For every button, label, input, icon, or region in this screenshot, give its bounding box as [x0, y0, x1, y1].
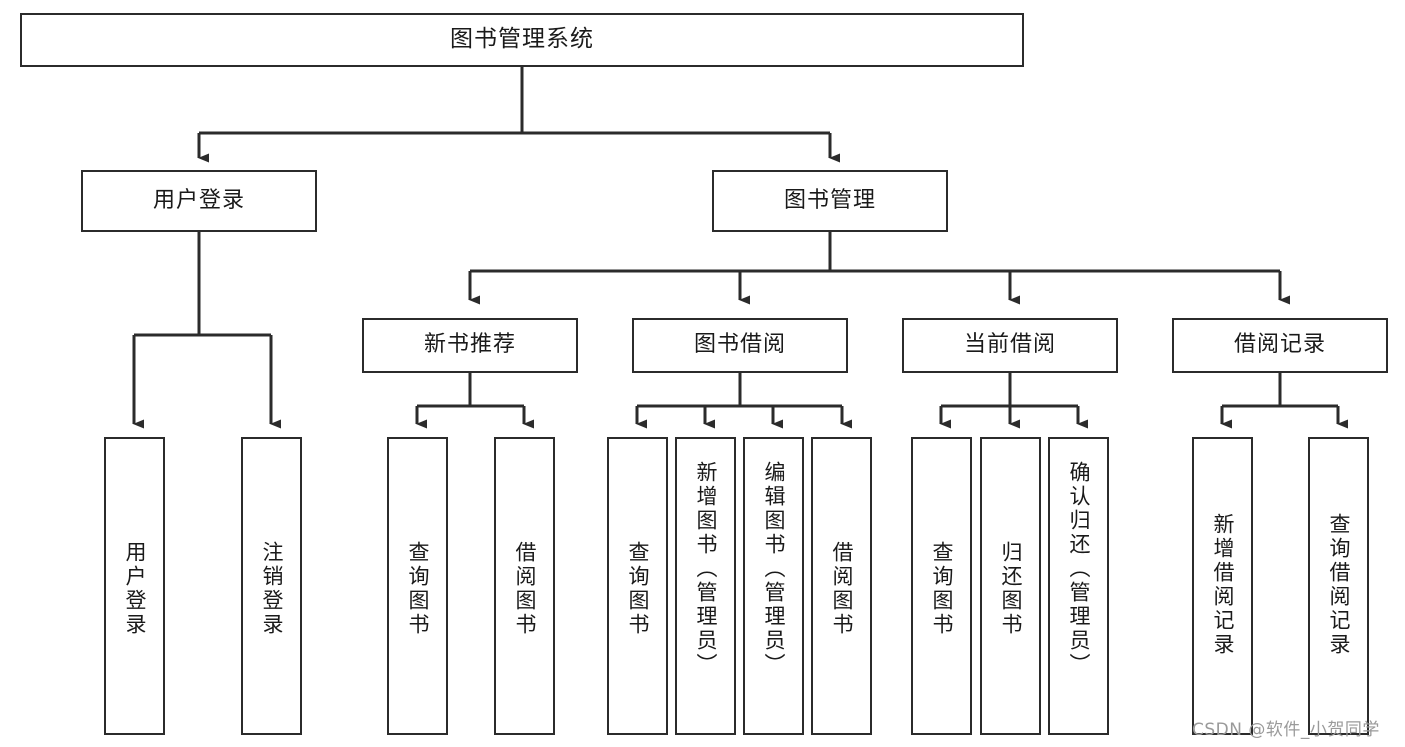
node-root-system[interactable]: 图书管理系统: [20, 13, 1024, 67]
leaf-label: 编辑图书（管理员）: [761, 461, 786, 677]
leaf-confirm-return-admin[interactable]: 确认归还（管理员）: [1048, 437, 1109, 735]
leaf-query-book-rec[interactable]: 查询图书: [387, 437, 448, 735]
leaf-label: 查询借阅记录: [1326, 513, 1351, 657]
leaf-logout[interactable]: 注销登录: [241, 437, 302, 735]
node-user-login[interactable]: 用户登录: [81, 170, 317, 232]
node-label: 当前借阅: [963, 332, 1056, 358]
leaf-label: 用户登录: [122, 541, 147, 637]
leaf-add-borrow-record[interactable]: 新增借阅记录: [1192, 437, 1253, 735]
leaf-label: 查询图书: [929, 541, 954, 637]
node-current-borrow[interactable]: 当前借阅: [902, 318, 1118, 373]
leaf-borrow-book[interactable]: 借阅图书: [811, 437, 872, 735]
leaf-label: 归还图书: [998, 541, 1023, 637]
node-label: 图书管理: [783, 187, 876, 213]
leaf-label: 新增借阅记录: [1210, 513, 1235, 657]
csdn-watermark: CSDN @软件_小贺同学: [1192, 720, 1380, 740]
leaf-label: 确认归还（管理员）: [1066, 461, 1091, 677]
leaf-query-book-borrow[interactable]: 查询图书: [607, 437, 668, 735]
node-label: 借阅记录: [1233, 332, 1326, 358]
node-label: 图书管理系统: [450, 26, 594, 53]
leaf-label: 借阅图书: [512, 541, 537, 637]
leaf-label: 查询图书: [625, 541, 650, 637]
leaf-return-book[interactable]: 归还图书: [980, 437, 1041, 735]
node-label: 新书推荐: [423, 332, 516, 358]
node-borrow-record[interactable]: 借阅记录: [1172, 318, 1388, 373]
leaf-query-book-current[interactable]: 查询图书: [911, 437, 972, 735]
leaf-add-book-admin[interactable]: 新增图书（管理员）: [675, 437, 736, 735]
leaf-label: 注销登录: [259, 541, 284, 637]
leaf-query-borrow-record[interactable]: 查询借阅记录: [1308, 437, 1369, 735]
leaf-user-login[interactable]: 用户登录: [104, 437, 165, 735]
leaf-label: 查询图书: [405, 541, 430, 637]
leaf-label: 借阅图书: [829, 541, 854, 637]
leaf-borrow-book-rec[interactable]: 借阅图书: [494, 437, 555, 735]
leaf-label: 新增图书（管理员）: [693, 461, 718, 677]
node-label: 图书借阅: [693, 332, 786, 358]
leaf-edit-book-admin[interactable]: 编辑图书（管理员）: [743, 437, 804, 735]
node-label: 用户登录: [152, 187, 245, 213]
node-new-book-recommend[interactable]: 新书推荐: [362, 318, 578, 373]
node-book-management[interactable]: 图书管理: [712, 170, 948, 232]
node-book-borrow[interactable]: 图书借阅: [632, 318, 848, 373]
